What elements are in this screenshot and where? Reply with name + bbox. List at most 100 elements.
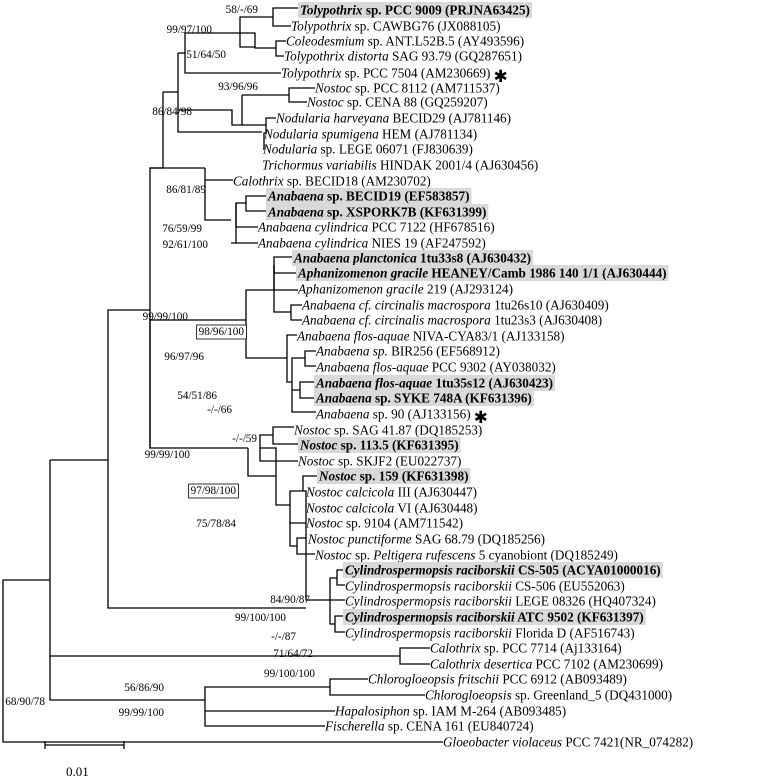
species-name: Calothrix desertica (430, 657, 533, 672)
taxon-label: Anabaena sp. XSPORK7B (KF631399) (266, 204, 489, 220)
scale-bar-label: 0.01 (66, 764, 89, 779)
strain-accession: sp. SYKE 748A (KF631396) (372, 391, 532, 406)
svg-text:Nostoc sp. CENA 88 (GQ259207): Nostoc sp. CENA 88 (GQ259207) (306, 95, 488, 110)
svg-text:-/-/59: -/-/59 (232, 433, 257, 445)
strain-accession: Florida D (AF516743) (512, 626, 635, 641)
species-name: Tolypothrix (291, 19, 351, 34)
species-name: Fischerella (324, 719, 385, 734)
taxon-label: Cylindrospermopsis raciborskii CS-505 (A… (343, 562, 663, 578)
taxon-label: Tolypothrix sp. PCC 7504 (AM230669)✱ (281, 66, 508, 88)
strain-accession: sp. 159 (KF631398) (356, 469, 468, 484)
strain-accession: sp. ANT.L52B.5 (AY493596) (364, 34, 524, 49)
svg-text:Anabaena sp. BECID19 (EF583857: Anabaena sp. BECID19 (EF583857) (267, 189, 470, 204)
tree-branch (289, 523, 297, 547)
bootstrap-value: 84/90/87 (270, 594, 310, 606)
svg-text:Chlorogloeopsis sp. Greenland_: Chlorogloeopsis sp. Greenland_5 (DQ43100… (425, 688, 672, 703)
species-name: Chlorogloeopsis (425, 688, 512, 703)
strain-accession: sp. CENA 88 (GQ259207) (344, 95, 488, 110)
highlight-box (266, 204, 489, 220)
svg-text:Fischerella sp. CENA 161 (EU84: Fischerella sp. CENA 161 (EU840724) (324, 719, 534, 734)
svg-text:68/90/78: 68/90/78 (5, 696, 45, 708)
host-species-name: Peltigera rufescens (372, 548, 475, 563)
svg-text:56/86/90: 56/86/90 (124, 682, 164, 694)
scale-bar: 0.01 (44, 741, 125, 779)
highlight-box (296, 265, 669, 281)
svg-text:99/97/100: 99/97/100 (167, 24, 213, 36)
species-name: Anabaena (315, 391, 372, 406)
strain-accession: ATC 9502 (KF631397) (515, 610, 644, 625)
bootstrap-value: -/-/87 (271, 631, 296, 643)
bootstrap-value: 99/99/100 (119, 707, 165, 719)
species-name: Trichormus variabilis (262, 158, 377, 173)
strain-accession: PCC 6912 (AB093489) (499, 672, 627, 687)
strain-accession: sp. 90 (AJ133156) (369, 407, 470, 422)
asterisk-marker: ✱ (493, 67, 507, 87)
taxon-label: Nostoc sp. PCC 8112 (AM711537) (314, 81, 500, 96)
svg-text:Tolypothrix sp. PCC 7504 (AM23: Tolypothrix sp. PCC 7504 (AM230669) (281, 66, 490, 81)
species-name: Nostoc calcicola (305, 485, 395, 500)
svg-text:Cylindrospermopsis raciborskii: Cylindrospermopsis raciborskii LEGE 0832… (345, 594, 656, 609)
species-name: Anabaena (267, 205, 324, 220)
bootstrap-value: 56/86/90 (124, 682, 164, 694)
bootstrap-value: 99/97/100 (167, 24, 213, 36)
svg-text:Nostoc sp. 9104 (AM711542): Nostoc sp. 9104 (AM711542) (305, 516, 463, 531)
svg-text:86/84/98: 86/84/98 (152, 106, 192, 118)
taxon-label: Anabaena cf. circinalis macrospora 1tu23… (301, 313, 602, 328)
species-name: Anabaena flos-aquae (315, 376, 432, 391)
species-name: Tolypothrix distorta (284, 49, 389, 64)
taxon-label: Nostoc calcicola VI (AJ630448) (305, 501, 478, 516)
svg-text:97/98/100: 97/98/100 (191, 485, 237, 497)
svg-text:Tolypothrix sp. PCC 9009 (PRJN: Tolypothrix sp. PCC 9009 (PRJNA63425) (300, 3, 530, 18)
svg-text:Tolypothrix sp. CAWBG76 (JX088: Tolypothrix sp. CAWBG76 (JX088105) (291, 19, 500, 34)
strain-accession: NIVA-CYA83/1 (AJ133158) (409, 329, 564, 344)
species-name: Nodularia (262, 142, 318, 157)
strain-accession: CS-505 (ACYA01000016) (515, 563, 661, 578)
svg-text:Gloeobacter violaceus PCC 7421: Gloeobacter violaceus PCC 7421(NR_074282… (443, 735, 693, 750)
strain-accession: 1tu26s10 (AJ630409) (491, 298, 609, 313)
taxon-label: Nodularia harveyana BECID29 (AJ781146) (275, 111, 511, 126)
bootstrap-value: 86/81/89 (166, 184, 206, 196)
svg-text:76/59/99: 76/59/99 (162, 223, 202, 235)
bootstrap-value: 93/96/96 (218, 81, 258, 93)
taxon-label: Nostoc sp. 9104 (AM711542) (305, 516, 463, 531)
bootstrap-value: 99/99/100 (143, 311, 189, 323)
taxon-label: Anabaena cf. circinalis macrospora 1tu26… (301, 298, 609, 313)
svg-text:Calothrix sp. BECID18 (AM23070: Calothrix sp. BECID18 (AM230702) (233, 174, 431, 189)
strain-accession: sp. 9104 (AM711542) (343, 516, 463, 531)
svg-text:Nostoc calcicola III (AJ630447: Nostoc calcicola III (AJ630447) (305, 485, 477, 500)
strain-accession: PCC 7421(NR_074282) (562, 735, 693, 750)
species-name: Nostoc (318, 469, 357, 484)
strain-accession: NIES 19 (AF247592) (368, 236, 486, 251)
species-name: Anabaena (267, 189, 324, 204)
species-name: Anabaena flos-aquae (296, 329, 410, 344)
strain-accession: PCC 7102 (AM230699) (532, 657, 663, 672)
svg-text:Hapalosiphon sp. IAM M-264 (AB: Hapalosiphon sp. IAM M-264 (AB093485) (334, 704, 566, 719)
strain-accession: PCC 9302 (AY038032) (428, 360, 555, 375)
strain-accession: sp. PCC 8112 (AM711537) (352, 81, 500, 96)
tree-branch (304, 350, 316, 367)
highlight-box (298, 437, 461, 453)
svg-text:99/99/100: 99/99/100 (143, 311, 189, 323)
species-name: Tolypothrix (281, 66, 341, 81)
species-name: Calothrix (430, 641, 481, 656)
taxon-label: Trichormus variabilis HINDAK 2001/4 (AJ6… (262, 158, 538, 173)
svg-text:Anabaena sp. XSPORK7B (KF63139: Anabaena sp. XSPORK7B (KF631399) (267, 205, 486, 220)
tree-branch (299, 381, 316, 399)
strain-accession: sp. SAG 41.87 (DQ185253) (331, 423, 483, 438)
tree-branch (290, 304, 302, 321)
tree-branch (291, 389, 316, 413)
svg-text:99/99/100: 99/99/100 (119, 707, 165, 719)
taxon-label: Anabaena planctonica 1tu33s8 (AJ630432) (292, 250, 534, 266)
taxon-label: Anabaena flos-aquae PCC 9302 (AY038032) (315, 360, 556, 375)
svg-text:Nodularia spumigena HEM (AJ781: Nodularia spumigena HEM (AJ781134) (263, 127, 477, 142)
strain-accession: LEGE 08326 (HQ407324) (512, 594, 656, 609)
taxon-label: Chlorogloeopsis fritschii PCC 6912 (AB09… (368, 672, 627, 687)
svg-text:Trichormus variabilis HINDAK 2: Trichormus variabilis HINDAK 2001/4 (AJ6… (262, 158, 538, 173)
strain-accession: sp. XSPORK7B (KF631399) (324, 205, 487, 220)
bootstrap-value: 76/59/99 (162, 223, 202, 235)
strain-accession: PCC 7122 (HF678516) (368, 220, 494, 235)
svg-text:93/96/96: 93/96/96 (218, 81, 258, 93)
svg-text:Nodularia harveyana BECID29 (A: Nodularia harveyana BECID29 (AJ781146) (275, 111, 511, 126)
strain-accession: sp. (352, 548, 374, 563)
